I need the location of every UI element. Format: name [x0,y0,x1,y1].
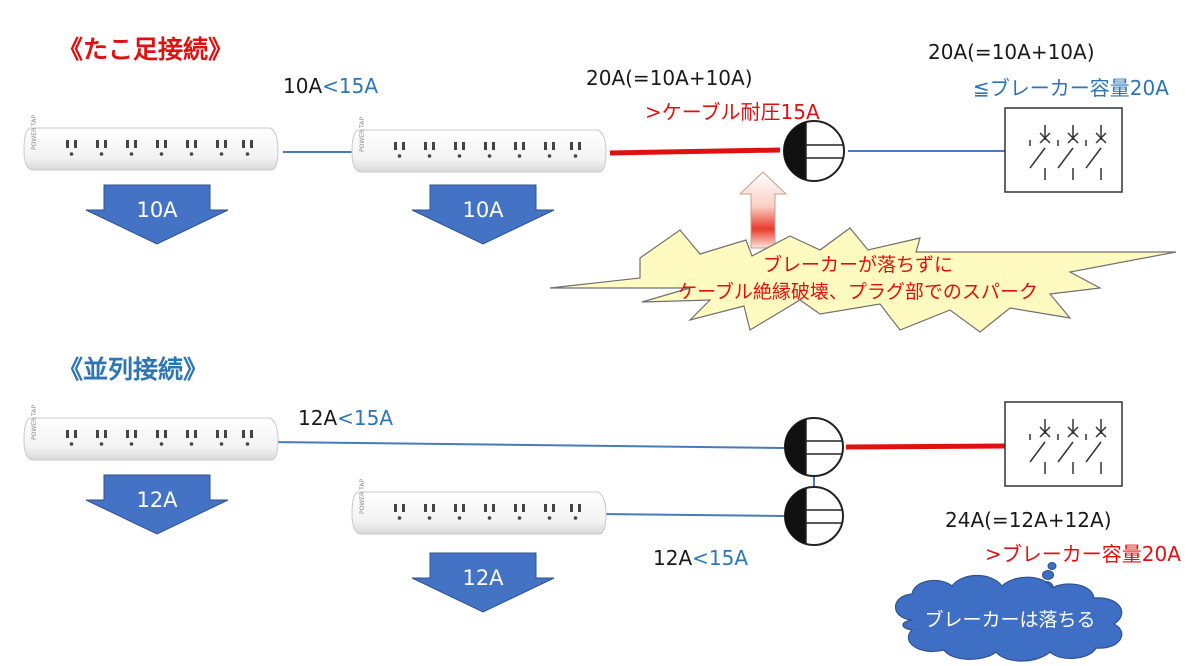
series-breaker-limit: ≦ブレーカー容量20A [973,76,1169,100]
series-heat-arrow [738,171,788,249]
parallel-wall-outlet-bottom [784,486,844,546]
series-load-value-1: 10A [136,198,178,222]
parallel-breaker-icon [1004,401,1123,487]
parallel-load-arrow-1: 12A [85,474,229,535]
parallel-load-value-2: 12A [462,566,504,590]
parallel-load-arrow-2: 12A [411,552,555,613]
series-load-value-2: 10A [462,198,504,222]
series-title: 《たこ足接続》 [58,35,234,64]
parallel-cloud-text: ブレーカーは落ちる [924,608,1095,631]
parallel-load-value-1: 12A [136,488,178,512]
parallel-link2-current: 12A [653,546,693,570]
series-load-arrow-1: 10A [85,184,229,245]
parallel-strip-2-label: POWER TAP [359,479,366,514]
series-warning-line2: ケーブル絶縁破壊、プラグ部でのスパーク [678,280,1038,303]
parallel-wire-to-breaker [845,443,1006,450]
series-load-arrow-2: 10A [411,184,555,245]
series-warning-burst: ブレーカーが落ちずに ケーブル絶縁破壊、プラグ部でのスパーク [549,227,1177,333]
parallel-link2-label: 12A<15A [653,546,748,570]
series-cable-total: 20A(=10A+10A) [586,66,753,90]
series-power-strip-2: POWER TAP [351,117,607,173]
parallel-breaker-limit: >ブレーカー容量20A [985,542,1181,566]
series-strip-2-label: POWER TAP [359,117,366,152]
series-wall-outlet [783,120,845,182]
parallel-title: 《並列接続》 [58,355,209,384]
series-link-label: 10A<15A [283,74,378,98]
parallel-wire-strip2 [597,513,785,517]
parallel-breaker-total: 24A(=12A+12A) [945,508,1112,532]
parallel-strip-1-label: POWER TAP [31,405,38,440]
parallel-link2-limit: <15A [692,546,749,570]
parallel-power-strip-2: POWER TAP [351,479,607,535]
parallel-power-strip-1: POWER TAP [23,405,279,461]
parallel-wire-strip1 [269,441,785,449]
series-power-strip-1: POWER TAP [23,115,279,171]
parallel-link1-label: 12A<15A [298,406,393,430]
series-breaker-total: 20A(=10A+10A) [928,40,1095,64]
parallel-link1-current: 12A [298,406,338,430]
parallel-wall-outlet-top [784,417,844,477]
parallel-result-cloud: ブレーカーは落ちる [895,575,1123,662]
series-strip-1-label: POWER TAP [31,115,38,150]
series-link-limit: <15A [322,74,379,98]
series-link-current: 10A [283,74,323,98]
series-cable-limit: >ケーブル耐圧15A [645,100,820,124]
parallel-link1-limit: <15A [337,406,394,430]
series-warning-line1: ブレーカーが落ちずに [763,253,953,276]
series-breaker-icon [1004,107,1123,193]
series-wire-overloaded-cable [609,147,781,156]
